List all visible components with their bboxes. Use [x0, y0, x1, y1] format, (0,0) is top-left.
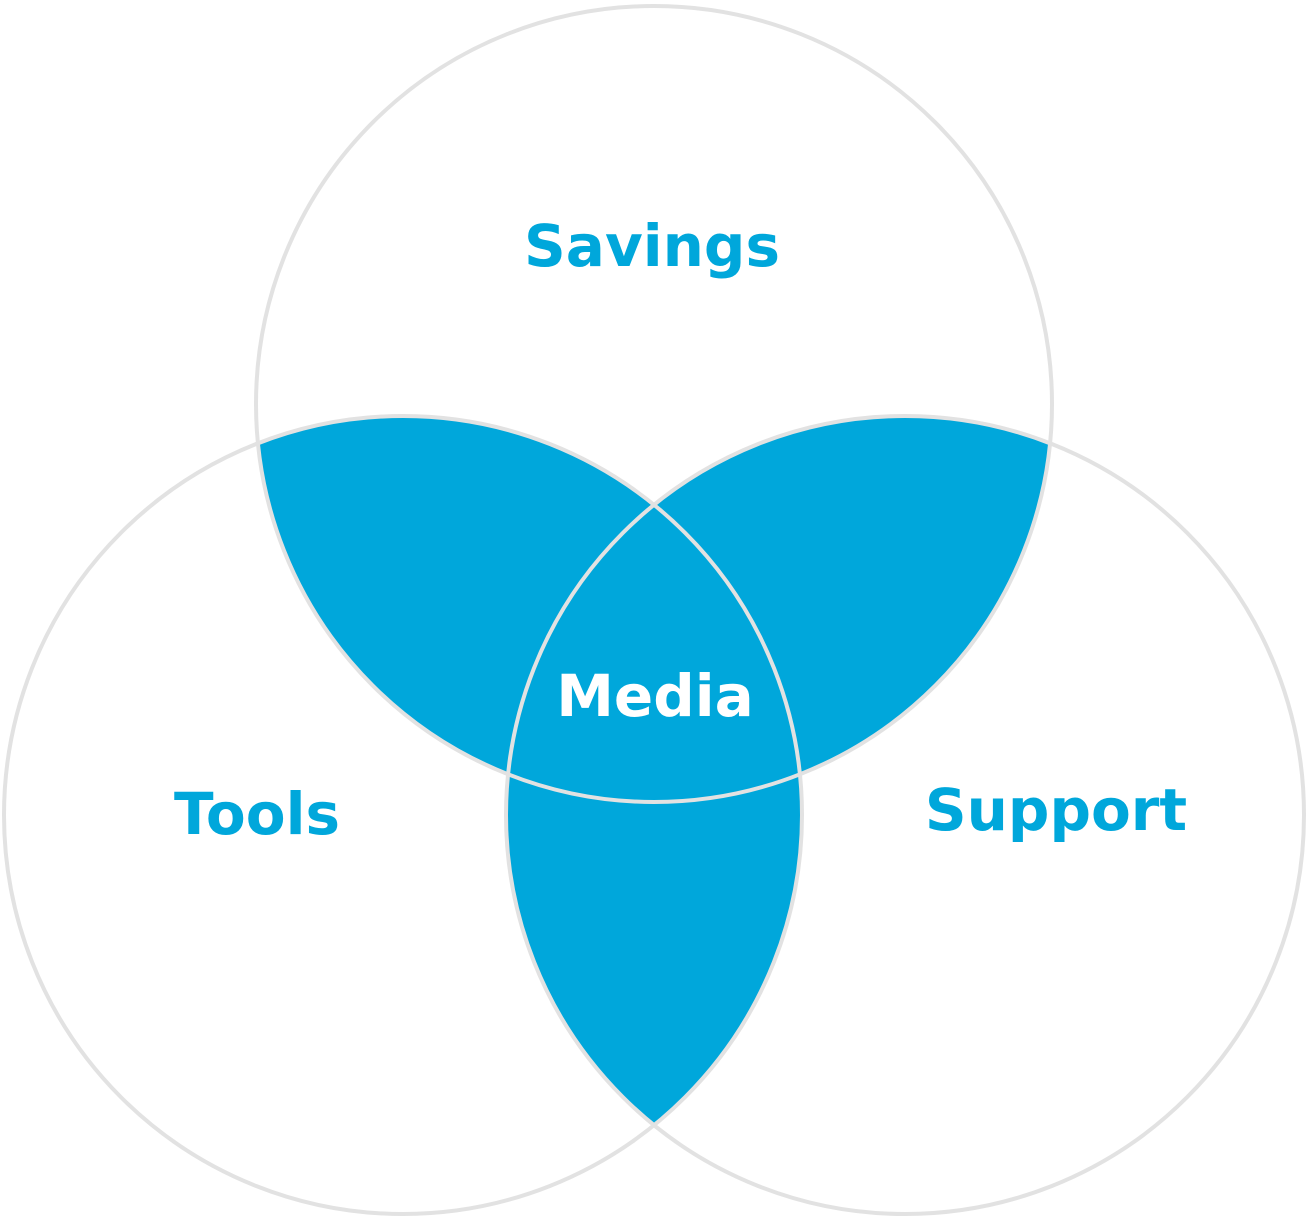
- circle-support: [504, 414, 1306, 1216]
- label-tools: Tools: [174, 780, 340, 848]
- circle-tools: [2, 414, 804, 1216]
- label-savings: Savings: [524, 212, 780, 280]
- overlap-left-right: [506, 416, 802, 1214]
- circle-savings: [254, 4, 1054, 804]
- overlap-top-right: [506, 416, 1052, 802]
- overlap-top-left: [256, 416, 802, 802]
- label-support: Support: [925, 776, 1187, 844]
- label-media: Media: [556, 662, 754, 730]
